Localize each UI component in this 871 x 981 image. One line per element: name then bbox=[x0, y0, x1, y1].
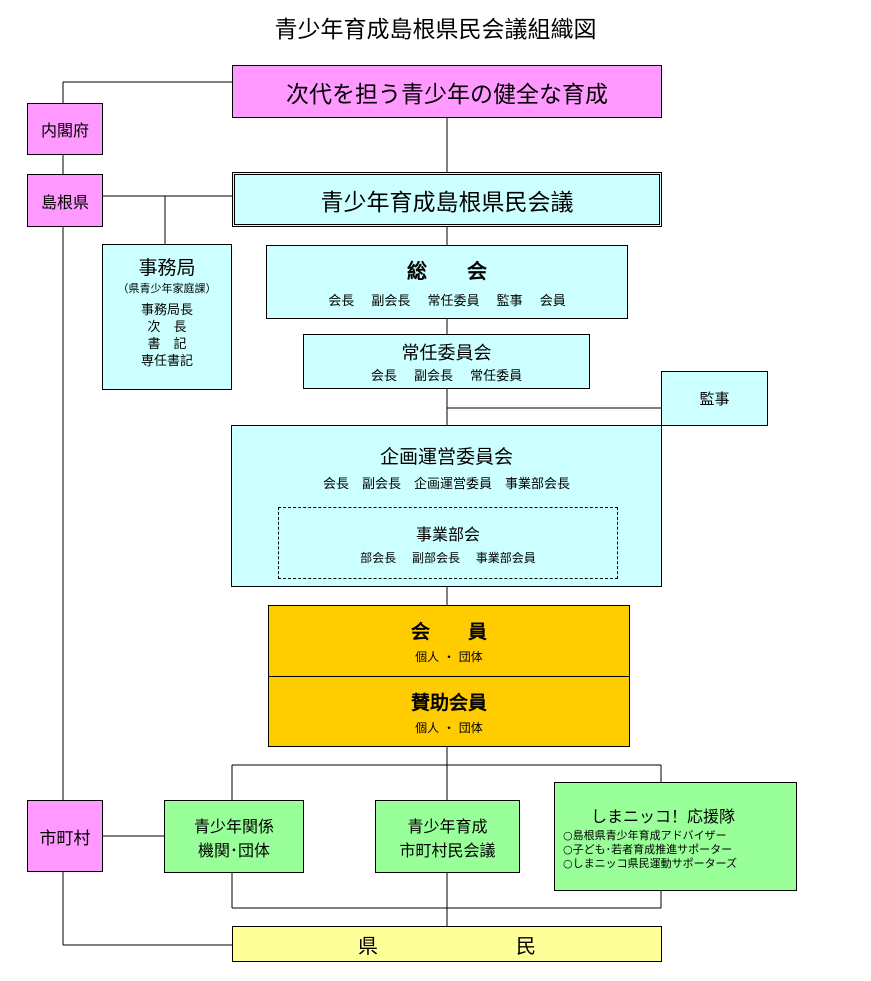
youth-orgs-line: 機関･団体 bbox=[197, 840, 270, 860]
secretariat-role: 事務局長 bbox=[140, 303, 193, 318]
shimanikko-title: しまニッコ！応援隊 bbox=[591, 806, 736, 826]
members-title: 会 員 bbox=[410, 621, 487, 643]
secretariat-role: 次 長 bbox=[147, 320, 187, 335]
shimanikko-item: ○しまニッコ県民運動サポーターズ bbox=[563, 856, 738, 870]
division-members: 部会長 副部会長 事業部会員 bbox=[360, 550, 536, 565]
youth-orgs-line: 青少年関係 bbox=[193, 816, 274, 836]
secretariat-note: （県青少年家庭課） bbox=[117, 282, 217, 295]
standing-committee-title: 常任委員会 bbox=[401, 343, 492, 364]
auditor-text: 監事 bbox=[699, 390, 730, 408]
youth-orgs-box: 青少年関係 機関･団体 bbox=[164, 800, 304, 873]
auditor-box: 監事 bbox=[661, 371, 768, 426]
municipal-councils-line: 青少年育成 bbox=[407, 816, 488, 836]
planning-committee-title: 企画運営委員会 bbox=[379, 446, 513, 468]
shimanikko-item: ○子ども･若者育成推進サポーター bbox=[563, 842, 733, 856]
shimanikko-item: ○島根県青少年育成アドバイザー bbox=[563, 828, 727, 842]
supporting-members-title: 賛助会員 bbox=[410, 691, 487, 714]
members-box: 会 員 個人 ・ 団体 bbox=[268, 605, 630, 677]
planning-committee-box: 企画運営委員会 会長 副会長 企画運営委員 事業部会長 bbox=[231, 425, 662, 587]
municipality-text: 市町村 bbox=[39, 828, 91, 849]
prefecture-box: 島根県 bbox=[27, 174, 103, 227]
planning-committee-members: 会長 副会長 企画運営委員 事業部会長 bbox=[322, 477, 570, 492]
municipal-councils-line: 市町村民会議 bbox=[399, 840, 496, 860]
standing-committee-members: 会長 副会長 常任委員 bbox=[370, 369, 523, 384]
cabinet-text: 内閣府 bbox=[40, 121, 89, 140]
general-assembly-members: 会長 副会長 常任委員 監事 会員 bbox=[328, 294, 566, 309]
cabinet-box: 内閣府 bbox=[27, 103, 103, 155]
secretariat-role: 書 記 bbox=[147, 337, 187, 352]
council-box: 青少年育成島根県民会議 bbox=[232, 172, 662, 227]
secretariat-role: 専任書記 bbox=[140, 354, 193, 369]
prefecture-text: 島根県 bbox=[40, 192, 89, 212]
municipal-councils-box: 青少年育成 市町村民会議 bbox=[375, 800, 520, 873]
division-title: 事業部会 bbox=[415, 524, 480, 544]
secretariat-title: 事務局 bbox=[138, 257, 196, 279]
supporting-members-sub: 個人 ・ 団体 bbox=[415, 720, 483, 735]
members-sub: 個人 ・ 団体 bbox=[415, 650, 483, 664]
standing-committee-box: 常任委員会 会長 副会長 常任委員 bbox=[303, 334, 590, 389]
division-box: 事業部会 部会長 副部会長 事業部会員 bbox=[278, 507, 618, 579]
mission-box: 次代を担う青少年の健全な育成 bbox=[232, 65, 662, 118]
citizens-box: 県 民 bbox=[232, 926, 662, 962]
page-title: 青少年育成島根県民会議組織図 bbox=[274, 17, 597, 43]
secretariat-box: 事務局 （県青少年家庭課） 事務局長 次 長 書 記 専任書記 bbox=[102, 244, 232, 390]
supporting-members-box: 賛助会員 個人 ・ 団体 bbox=[268, 676, 630, 747]
mission-text: 次代を担う青少年の健全な育成 bbox=[286, 81, 608, 108]
citizens-char: 県 bbox=[358, 933, 378, 958]
shimanikko-box: しまニッコ！応援隊 ○島根県青少年育成アドバイザー ○子ども･若者育成推進サポー… bbox=[554, 782, 797, 891]
general-assembly-box: 総 会 会長 副会長 常任委員 監事 会員 bbox=[266, 245, 628, 319]
municipality-box: 市町村 bbox=[27, 800, 103, 872]
council-text: 青少年育成島根県民会議 bbox=[320, 189, 574, 216]
citizens-char: 民 bbox=[516, 933, 536, 958]
general-assembly-title: 総 会 bbox=[407, 259, 487, 283]
